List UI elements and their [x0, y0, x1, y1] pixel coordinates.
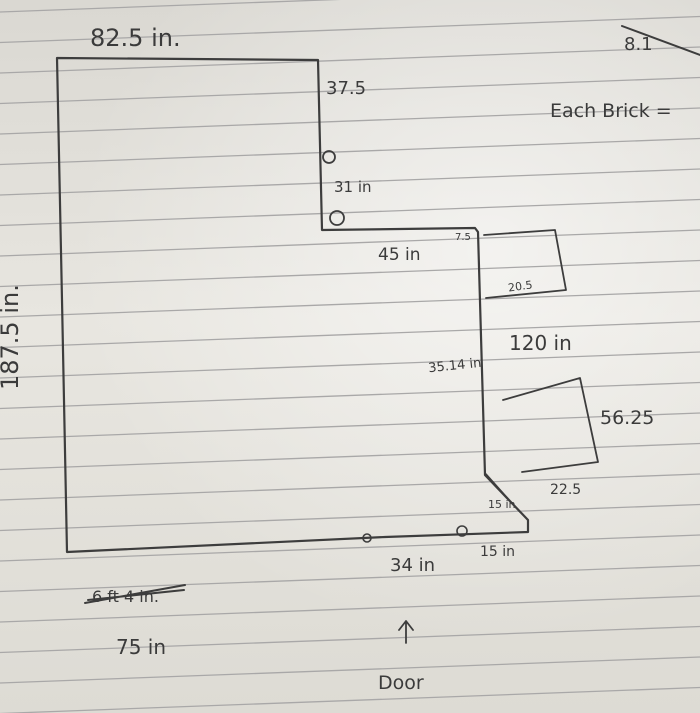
label-top-right-note: 8.1 — [624, 34, 653, 55]
label-right-long: 120 in — [509, 331, 572, 355]
label-corner-bottom: 15 in — [488, 498, 516, 511]
label-right-top: 37.5 — [326, 78, 366, 99]
rule-line — [0, 686, 700, 713]
label-each-brick: Each Brick = — [550, 100, 672, 122]
strike-through — [84, 584, 186, 604]
label-bottom-right: 15 in — [480, 544, 515, 560]
corner-diagonal — [485, 473, 521, 513]
label-step-corner: 7.5 — [455, 232, 471, 243]
label-step-width: 45 in — [378, 245, 421, 265]
label-left-height: 187.5 in. — [0, 284, 24, 390]
room-outline — [55, 56, 530, 554]
rule-line — [0, 290, 700, 318]
label-door: Door — [378, 672, 424, 694]
label-right-mid: 31 in — [334, 178, 372, 196]
rule-line — [0, 259, 700, 288]
rule-line — [0, 503, 700, 532]
rule-line — [0, 198, 700, 227]
rule-line — [0, 15, 700, 44]
rule-line — [0, 320, 700, 349]
rule-line — [0, 107, 700, 135]
rule-line — [0, 76, 700, 105]
door-circle-left — [362, 533, 372, 543]
label-bottom-left: 75 in — [116, 635, 166, 659]
small-cabinet-outline — [483, 229, 567, 299]
rule-line — [0, 351, 700, 379]
hinge-circle-lower — [329, 210, 345, 226]
rule-line — [0, 625, 700, 654]
door-circle-right — [456, 525, 468, 537]
rule-line — [0, 168, 700, 196]
rule-line — [0, 381, 700, 410]
door-arrow — [398, 620, 414, 644]
strike-top-right — [621, 25, 700, 56]
rule-line — [0, 412, 700, 440]
label-inner-offset: 35.14 in — [428, 356, 482, 376]
rule-line — [0, 534, 700, 562]
rule-line — [0, 46, 700, 74]
rule-line — [0, 229, 700, 257]
large-cabinet-outline — [502, 377, 599, 473]
rule-line — [0, 442, 700, 471]
rule-line — [0, 656, 700, 684]
rule-line — [0, 473, 700, 501]
label-bottom-mid: 34 in — [390, 555, 435, 576]
rule-line — [0, 564, 700, 593]
rule-line — [0, 137, 700, 166]
label-small-box: 20.5 — [507, 278, 533, 294]
rule-line — [0, 595, 700, 623]
label-crossed-out: 6 ft 4 in. — [92, 587, 159, 606]
label-top-width: 82.5 in. — [90, 24, 181, 52]
rule-line — [0, 0, 341, 13]
hinge-circle-upper — [322, 150, 336, 164]
label-box-width: 22.5 — [550, 482, 581, 498]
label-box-height: 56.25 — [600, 407, 654, 429]
